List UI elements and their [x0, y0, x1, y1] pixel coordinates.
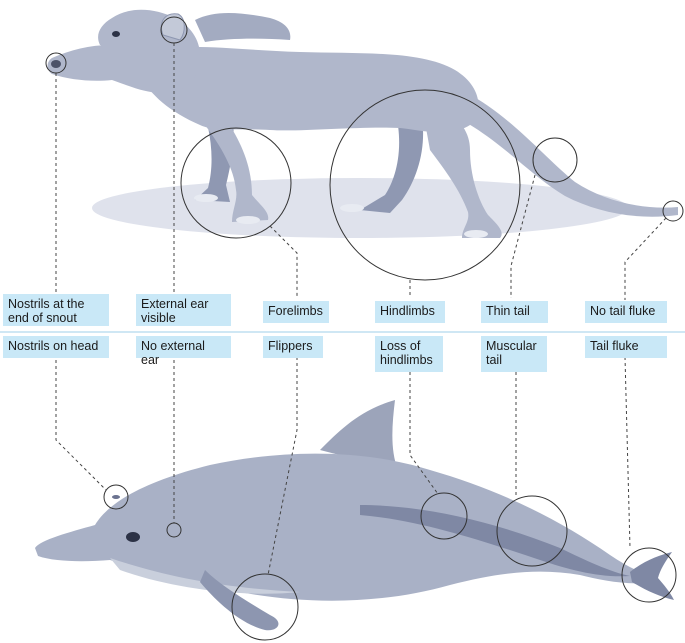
connector-nostril-bottom [55, 360, 107, 491]
connector-fluke-bottom [624, 356, 631, 549]
connector-flipper-bottom [267, 357, 298, 576]
ancestor-nose [51, 60, 61, 68]
callout-forelimbs [180, 127, 292, 239]
dolphin-flipper [200, 570, 279, 631]
ancestor-ear [160, 13, 185, 41]
ancestor-paw-3 [340, 204, 364, 212]
label-forelimbs: Forelimbs [263, 301, 329, 323]
ancestor-near-foreleg [205, 118, 269, 222]
ancestor-tail [458, 92, 678, 217]
connector-forelimb-top [269, 225, 298, 298]
label-thin-tail: Thin tail [481, 301, 548, 323]
dolphin-blowhole [112, 495, 120, 499]
dolphin-callouts [103, 484, 677, 641]
ancestor-paw-1 [194, 194, 218, 202]
dolphin-fluke [630, 552, 674, 600]
callout-thin-tail [532, 137, 578, 183]
callout-flipper [231, 573, 299, 641]
dolphin-eye [126, 532, 140, 542]
label-no-tail-fluke: No tail fluke [585, 301, 667, 323]
ancestor-eye [112, 31, 120, 37]
dolphin-stripe [360, 505, 630, 577]
callout-tail-tip [662, 200, 684, 222]
ancestor-callouts [45, 16, 684, 281]
label-loss-of-hindlimbs: Loss of hindlimbs [375, 336, 443, 372]
ancestor-mane [195, 13, 291, 42]
label-nostrils-on-head: Nostrils on head [3, 336, 109, 358]
label-hindlimbs: Hindlimbs [375, 301, 445, 323]
ancestor-near-hindleg [420, 95, 502, 238]
callout-hindlimb-loss [420, 492, 468, 540]
label-flippers: Flippers [263, 336, 323, 358]
connector-tail-top [510, 174, 536, 298]
label-nostrils-end-of-snout: Nostrils at the end of snout [3, 294, 109, 326]
dolphin-dorsal-fin [320, 400, 398, 470]
callout-muscular-tail [496, 495, 568, 567]
connector-lines [55, 43, 667, 576]
callout-hindlimbs [329, 89, 521, 281]
dolphin-body [35, 453, 650, 601]
connector-hindlimb-bottom [409, 372, 439, 495]
ancestor-body [140, 46, 479, 133]
row-divider [0, 331, 685, 333]
ancestor-far-hindleg [360, 108, 424, 213]
callout-blowhole [103, 484, 129, 510]
ancestor-paw-2 [236, 216, 260, 224]
label-external-ear: External ear visible [136, 294, 231, 326]
label-no-external-ear: No external ear [136, 336, 231, 367]
dolphin-illustration [35, 400, 674, 631]
ancestor-illustration [47, 9, 678, 238]
label-tail-fluke: Tail fluke [585, 336, 667, 358]
callout-fluke [621, 547, 677, 603]
ancestor-paw-4 [464, 230, 488, 238]
connector-fluke-top [624, 217, 667, 300]
label-muscular-tail: Muscular tail [481, 336, 547, 372]
